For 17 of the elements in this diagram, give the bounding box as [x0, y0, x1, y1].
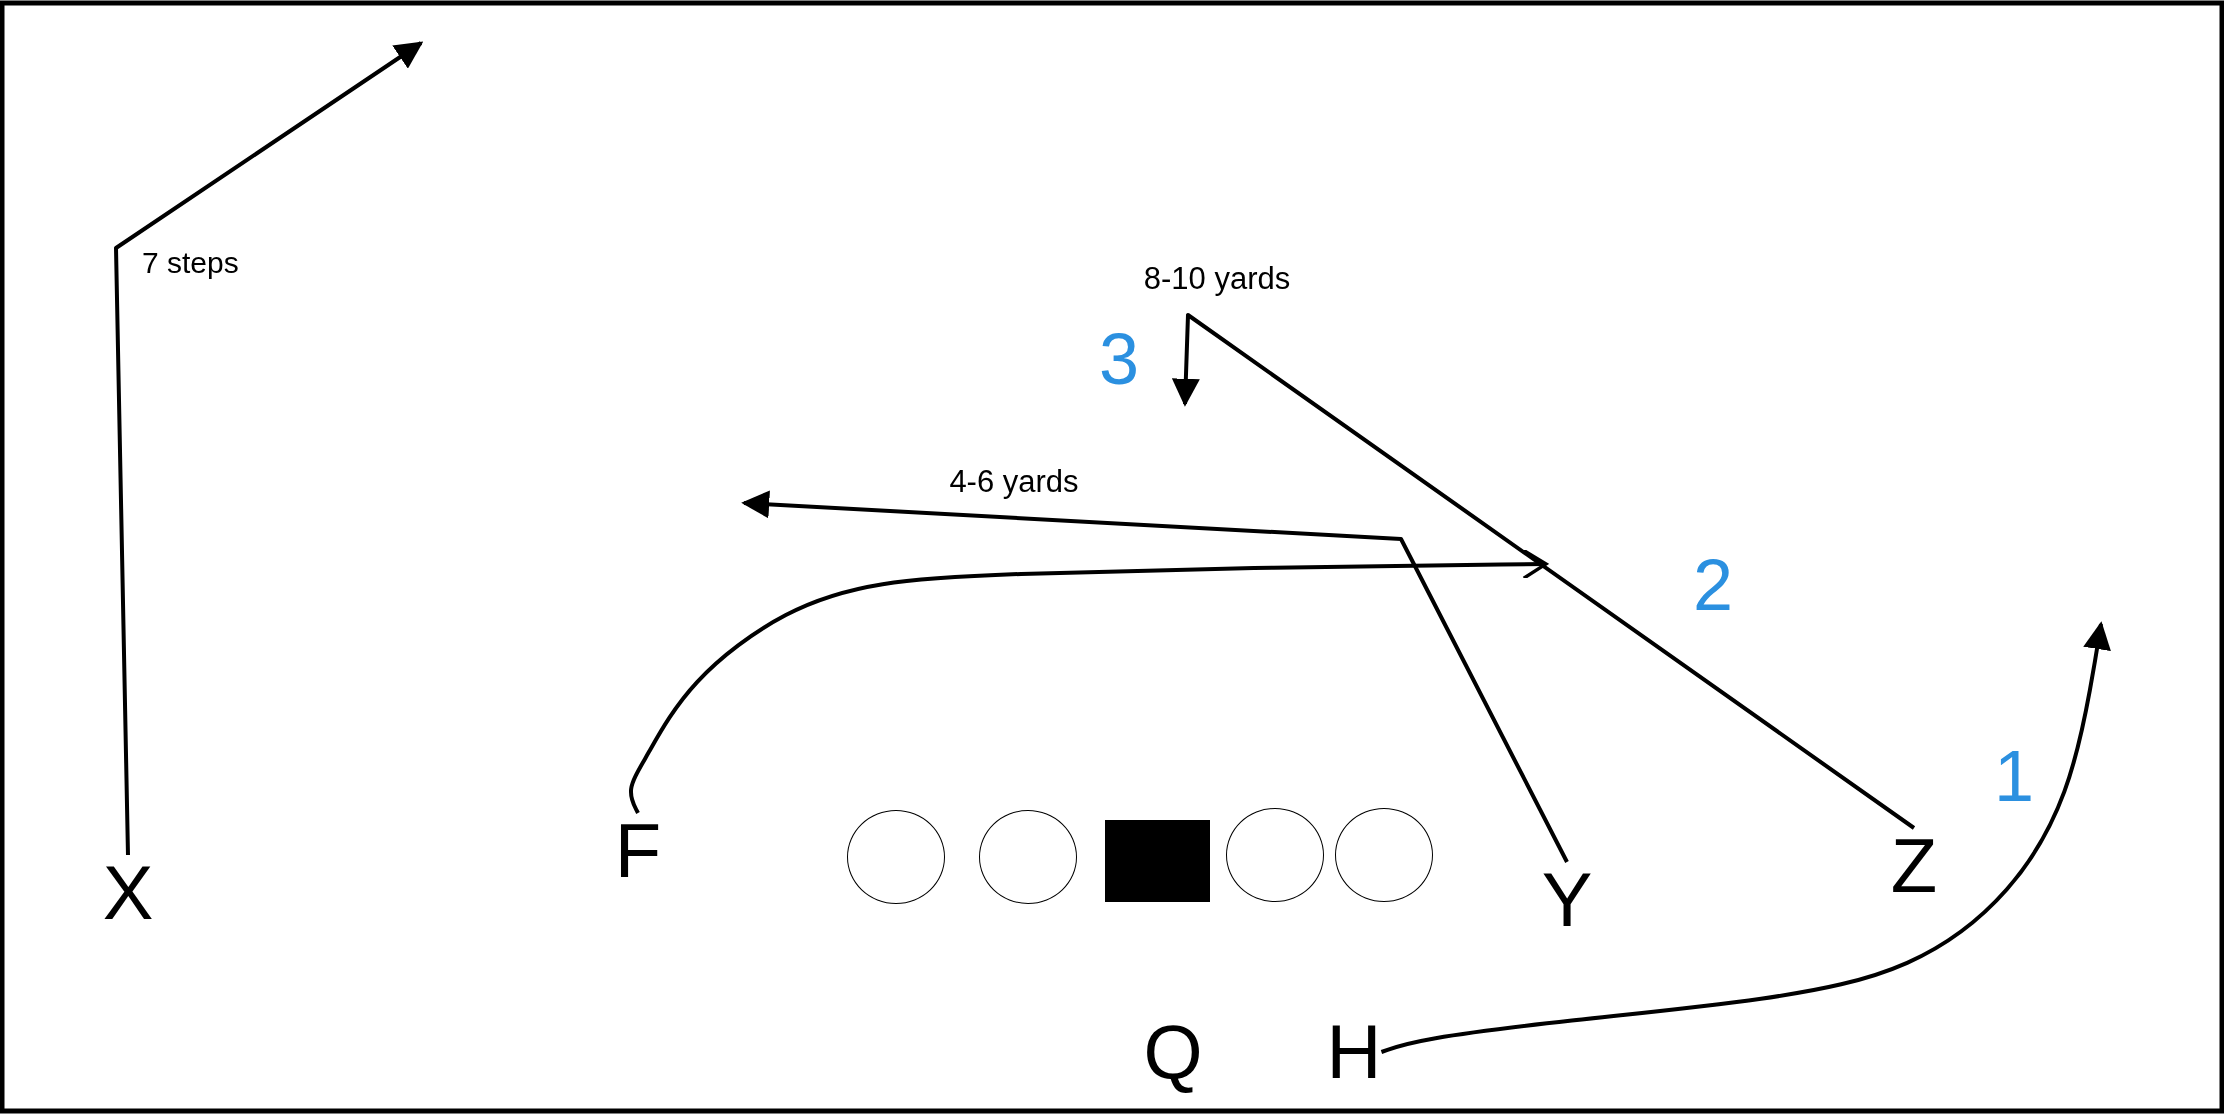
player-letter: Y [1541, 862, 1593, 938]
route-arrow [1380, 621, 2111, 1054]
center-square [1104, 820, 1210, 902]
distance-label: 4-6 yards [949, 464, 1079, 500]
read-order-number: 3 [1098, 320, 1139, 400]
player-letter: F [614, 813, 662, 889]
route-arrow [1171, 313, 1916, 830]
route-arrow [741, 490, 1569, 863]
player-letter: Z [1890, 828, 1938, 904]
read-order-number: 1 [1993, 737, 2034, 817]
route-arrow [629, 548, 1548, 814]
player-letter: X [102, 855, 154, 931]
distance-label: 8-10 yards [1143, 261, 1291, 297]
distance-label: 7 steps [142, 245, 239, 279]
player-letter: H [1326, 1014, 1382, 1090]
read-order-number: 2 [1692, 546, 1733, 626]
route-arrow [114, 41, 424, 856]
